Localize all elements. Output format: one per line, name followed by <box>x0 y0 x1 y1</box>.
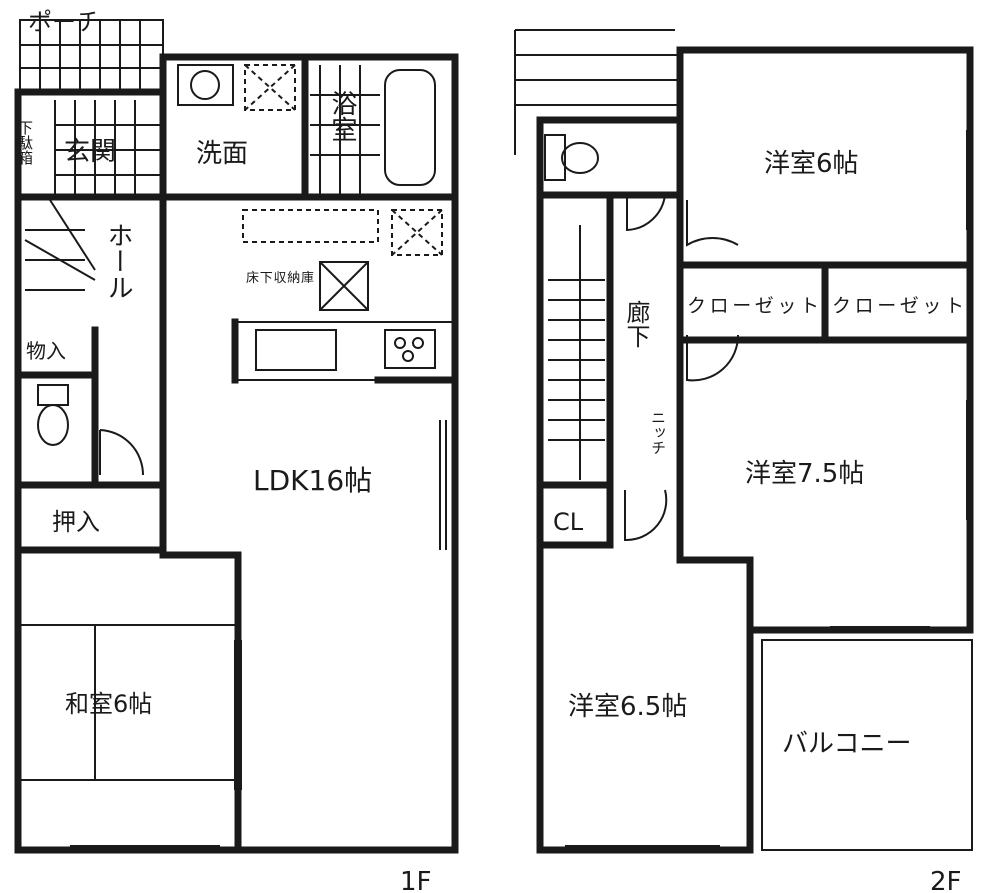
label-ldk: LDK16帖 <box>253 464 372 497</box>
fridge-space <box>391 209 443 256</box>
toilet-1f-bowl <box>37 404 69 446</box>
label-entrance: 玄関 <box>64 137 116 167</box>
bath-tiles <box>310 65 380 195</box>
underfloor-storage-cross <box>319 261 369 311</box>
windows-1f <box>70 420 447 853</box>
stairs-1f <box>24 199 96 291</box>
label-western-room-75: 洋室7.5帖 <box>745 459 864 489</box>
label-hall: ホール <box>103 222 133 300</box>
label-closet-1: クローゼット <box>687 295 819 317</box>
label-closet-2: クローゼット <box>832 295 964 317</box>
windows-2f <box>565 49 968 847</box>
label-washroom: 洗面 <box>196 139 248 169</box>
bathtub <box>384 69 436 186</box>
label-shoe-box: 下駄箱 <box>16 120 34 165</box>
label-porch: ポーチ <box>28 8 100 36</box>
entrance-tiles <box>54 100 160 195</box>
roof-lines <box>514 29 680 155</box>
label-balcony: バルコニー <box>782 729 911 759</box>
label-underfloor-storage: 床下収納庫 <box>246 271 314 286</box>
label-bathroom: 浴室 <box>327 90 357 142</box>
floor-label-2f: 2F <box>930 867 962 893</box>
washbasin <box>177 64 234 106</box>
label-western-room-65: 洋室6.5帖 <box>568 692 687 722</box>
door-swing <box>99 429 145 476</box>
stairs-2f <box>548 225 605 480</box>
fridge-space-cross <box>391 209 443 256</box>
label-storage: 物入 <box>26 339 66 363</box>
walls-2f <box>536 46 974 854</box>
stove-burners <box>394 337 424 362</box>
label-niche: ニッチ <box>649 410 667 455</box>
floor-label-1f: 1F <box>400 867 432 893</box>
toilet-2f <box>544 134 566 181</box>
door-swings-2f <box>624 194 740 542</box>
underfloor-storage-hatch <box>319 261 369 311</box>
washer-space <box>244 64 296 111</box>
label-cl: CL <box>553 508 584 536</box>
toilet-2f-bowl <box>561 142 599 174</box>
label-closet-1f: 押入 <box>52 508 100 536</box>
cupboard <box>242 209 379 243</box>
washbasin-bowl <box>190 70 220 100</box>
washer-space-cross <box>244 64 296 111</box>
walls-1f <box>14 53 459 854</box>
floor-1-plan: ポーチ 下駄箱 玄関 洗面 浴室 ホール 物入 床下収納庫 LDK16帖 押入 … <box>14 8 459 893</box>
stove <box>384 329 436 369</box>
label-western-room-6: 洋室6帖 <box>764 149 859 179</box>
balcony-outline <box>761 639 973 851</box>
tatami <box>20 624 238 781</box>
kitchen-walls <box>231 318 459 384</box>
floor-2-plan: 洋室6帖 クローゼット クローゼット 廊下 ニッチ CL 洋室7.5帖 洋室6.… <box>514 29 974 893</box>
label-japanese-room: 和室6帖 <box>65 690 152 718</box>
toilet-1f <box>37 384 69 406</box>
kitchen-sink <box>255 329 337 371</box>
label-corridor: 廊下 <box>622 300 650 348</box>
